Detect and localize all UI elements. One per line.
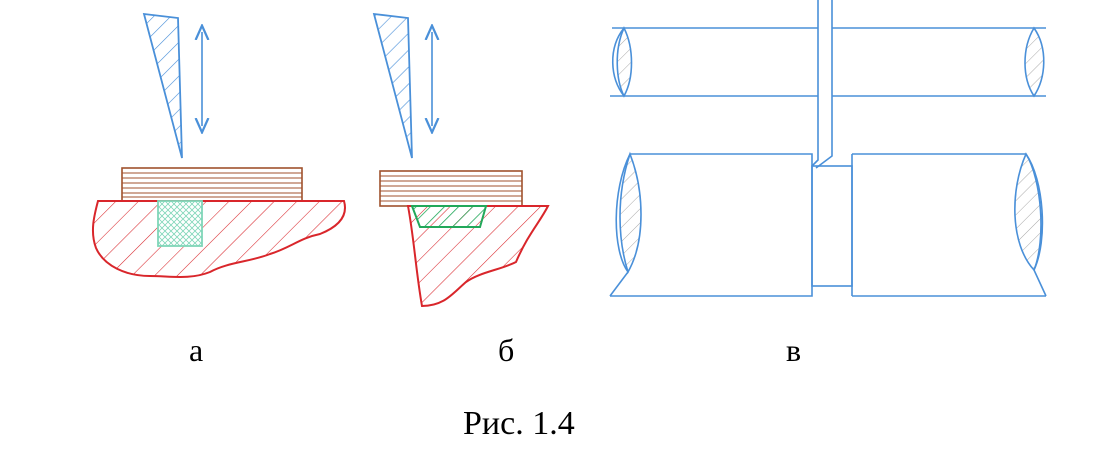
- label-part-v: в: [786, 332, 802, 368]
- cutting-tool-a: [142, 12, 183, 159]
- diagram-part-b: [372, 12, 550, 308]
- label-part-b: б: [498, 332, 515, 368]
- cutting-tool-b: [372, 12, 413, 159]
- label-part-a: а: [189, 332, 204, 368]
- lower-left-shaft: [609, 151, 813, 297]
- figure-caption: Рис. 1.4: [463, 405, 575, 442]
- base-body-b: [406, 205, 550, 308]
- layered-sheet-b: [379, 170, 523, 207]
- upper-shaft: [610, 26, 1046, 98]
- cutting-blade: [811, 0, 833, 169]
- diagram-part-a: [91, 12, 346, 278]
- blade-gap: [811, 165, 853, 287]
- layered-sheet-a: [121, 167, 303, 202]
- insert-block-b: [410, 205, 488, 228]
- base-body-a: [91, 200, 346, 278]
- diagram-part-v: [609, 0, 1047, 297]
- lower-right-shaft: [851, 152, 1047, 297]
